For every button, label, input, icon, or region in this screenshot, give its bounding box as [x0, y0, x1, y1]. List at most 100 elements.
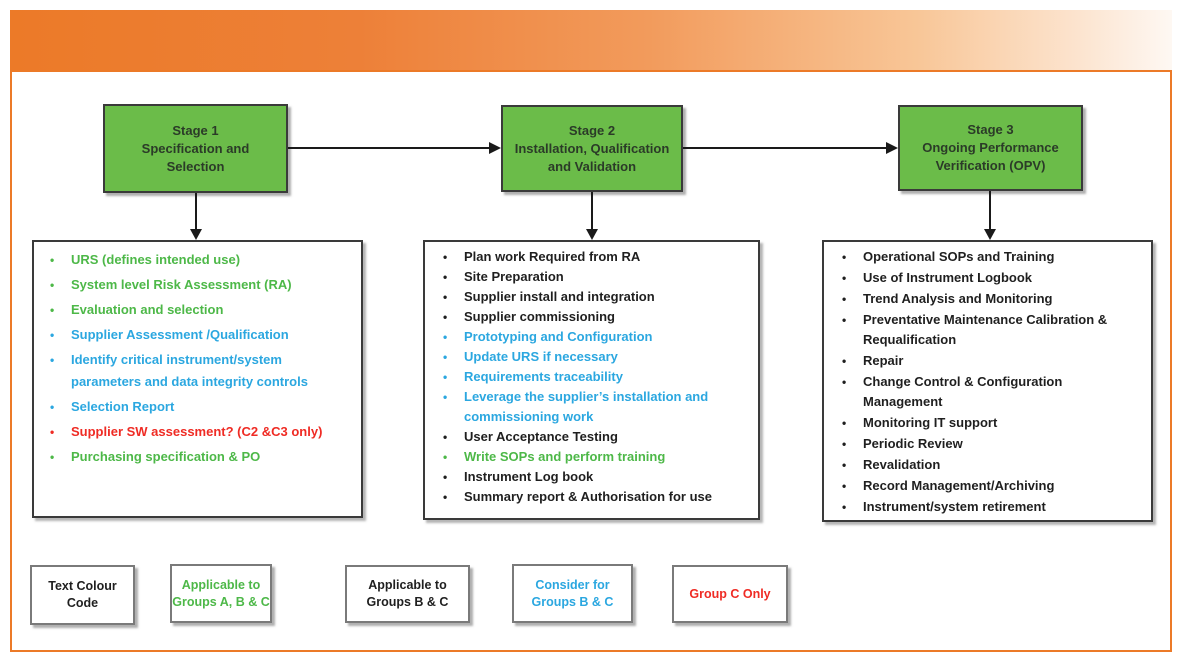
bullet-icon: • — [842, 271, 847, 285]
bullet-icon: • — [443, 490, 448, 504]
stage-1-down-line — [195, 193, 197, 229]
list-item: • Revalidation — [837, 455, 1145, 475]
list-item-text: Preventative Maintenance Calibration & R… — [863, 312, 1108, 347]
list-item-text: Selection Report — [71, 399, 175, 414]
list-item-text: Write SOPs and perform training — [464, 449, 666, 464]
list-item-text: Monitoring IT support — [863, 415, 998, 430]
list-item: • Prototyping and Configuration — [438, 327, 752, 347]
list-item: •Supplier install and integration — [438, 287, 752, 307]
list-item-text: Repair — [863, 353, 904, 368]
list-item-text: User Acceptance Testing — [464, 429, 618, 444]
bullet-icon: • — [443, 330, 448, 344]
list-item-text: Purchasing specification & PO — [71, 449, 261, 464]
list-item-text: Instrument/system retirement — [863, 499, 1046, 514]
bullet-icon: • — [50, 253, 55, 267]
list-item-text: Identify critical instrument/system para… — [71, 352, 308, 389]
arrow-right-icon — [489, 142, 501, 154]
list-item: • Summary report & Authorisation for use — [438, 487, 752, 507]
list-item-text: Summary report & Authorisation for use — [464, 489, 712, 504]
list-item: •Plan work Required from RA — [438, 247, 752, 267]
bullet-icon: • — [842, 292, 847, 306]
list-item: • Purchasing specification & PO — [45, 446, 355, 468]
list-item-text: Trend Analysis and Monitoring — [863, 291, 1053, 306]
bullet-icon: • — [50, 450, 55, 464]
bullet-icon: • — [842, 375, 847, 389]
list-item: • Operational SOPs and Training — [837, 247, 1145, 267]
list-item: • Repair — [837, 351, 1145, 371]
bullet-icon: • — [842, 250, 847, 264]
bullet-icon: • — [842, 416, 847, 430]
bullet-icon: • — [842, 479, 847, 493]
stage-3-down-line — [989, 191, 991, 229]
list-item: • Selection Report — [45, 396, 355, 418]
list-item: • URS (defines intended use) — [45, 249, 355, 271]
list-item-text: Supplier commissioning — [464, 309, 615, 324]
list-item-text: Supplier install and integration — [464, 289, 655, 304]
list-item: •Identify critical instrument/system par… — [45, 349, 355, 393]
bullet-icon: • — [50, 328, 55, 342]
list-item-text: Site Preparation — [464, 269, 564, 284]
list-item: • System level Risk Assessment (RA) — [45, 274, 355, 296]
stage-3-box: Stage 3 Ongoing Performance Verification… — [898, 105, 1083, 191]
list-item: • Use of Instrument Logbook — [837, 268, 1145, 288]
list-item-text: Revalidation — [863, 457, 941, 472]
orange-gradient-banner — [10, 10, 1172, 72]
list-item-text: Operational SOPs and Training — [863, 249, 1055, 264]
list-item: • Change Control & Configuration Manageme… — [837, 372, 1145, 412]
list-item-text: Supplier Assessment /Qualification — [71, 327, 289, 342]
stage-3-detail-list: • Operational SOPs and Training • Use of In… — [822, 240, 1153, 522]
bullet-icon: • — [50, 400, 55, 414]
list-item-text: Periodic Review — [863, 436, 963, 451]
list-item: •Update URS if necessary — [438, 347, 752, 367]
stage-1-box: Stage 1 Specification and Selection — [103, 104, 288, 193]
list-item: • Record Management/Archiving — [837, 476, 1145, 496]
flow-line-stage2-to-stage3 — [683, 147, 888, 149]
list-item-text: Update URS if necessary — [464, 349, 618, 364]
legend-groups-abc: Applicable to Groups A, B & C — [170, 564, 272, 623]
list-item: • Supplier Assessment /Qualification — [45, 324, 355, 346]
list-item-text: Use of Instrument Logbook — [863, 270, 1032, 285]
list-item: • Periodic Review — [837, 434, 1145, 454]
arrow-down-icon — [586, 229, 598, 240]
bullet-icon: • — [842, 313, 847, 327]
list-item: •Leverage the supplier’s installation an… — [438, 387, 752, 427]
legend-text-colour-code: Text Colour Code — [30, 565, 135, 625]
list-item: •Instrument Log book — [438, 467, 752, 487]
bullet-icon: • — [842, 500, 847, 514]
list-item-text: URS (defines intended use) — [71, 252, 241, 267]
arrow-right-icon — [886, 142, 898, 154]
list-item: •Evaluation and selection — [45, 299, 355, 321]
legend-consider-groups-bc: Consider for Groups B & C — [512, 564, 633, 623]
bullet-icon: • — [443, 270, 448, 284]
list-item-text: Record Management/Archiving — [863, 478, 1055, 493]
arrow-down-icon — [984, 229, 996, 240]
bullet-icon: • — [443, 310, 448, 324]
stage-2-detail-list: •Plan work Required from RA•Site Prepara… — [423, 240, 760, 520]
list-item-text: System level Risk Assessment (RA) — [71, 277, 292, 292]
legend-group-c-only: Group C Only — [672, 565, 788, 623]
bullet-icon: • — [842, 354, 847, 368]
list-item-text: Requirements traceability — [464, 369, 623, 384]
stage-2-box: Stage 2 Installation, Qualification and … — [501, 105, 683, 192]
bullet-icon: • — [842, 437, 847, 451]
list-item: • Requirements traceability — [438, 367, 752, 387]
bullet-icon: • — [50, 303, 55, 317]
bullet-icon: • — [842, 458, 847, 472]
stage-2-down-line — [591, 192, 593, 229]
list-item: • Instrument/system retirement — [837, 497, 1145, 517]
list-item: • Site Preparation — [438, 267, 752, 287]
bullet-icon: • — [443, 370, 448, 384]
arrow-down-icon — [190, 229, 202, 240]
list-item-text: Change Control & Configuration Managemen… — [863, 374, 1063, 409]
list-item-text: Prototyping and Configuration — [464, 329, 653, 344]
list-item: •Write SOPs and perform training — [438, 447, 752, 467]
bullet-icon: • — [50, 425, 55, 439]
list-item-text: Instrument Log book — [464, 469, 594, 484]
list-item: • Trend Analysis and Monitoring — [837, 289, 1145, 309]
list-item-text: Supplier SW assessment? (C2 &C3 only) — [71, 424, 323, 439]
list-item-text: Plan work Required from RA — [464, 249, 641, 264]
list-item: • Supplier commissioning — [438, 307, 752, 327]
bullet-icon: • — [50, 278, 55, 292]
flow-line-stage1-to-stage2 — [288, 147, 491, 149]
